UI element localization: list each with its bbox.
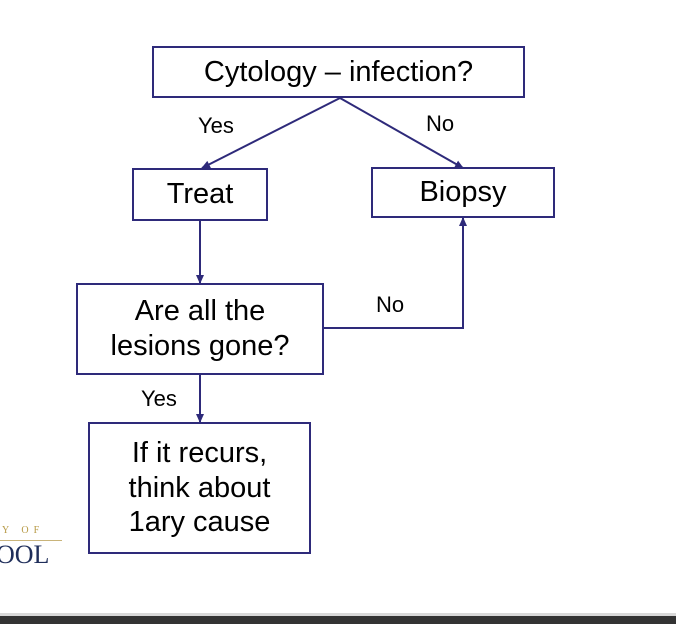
university-logo: Y OF OOL	[0, 520, 70, 570]
node-treat: Treat	[132, 168, 268, 221]
edge-label-cytology-no: No	[426, 111, 455, 136]
arrow-cytology-to-biopsy	[339, 97, 464, 169]
node-treat-label: Treat	[166, 178, 234, 211]
arrow-lesions-to-biopsy	[323, 217, 467, 329]
logo-divider	[0, 540, 62, 541]
node-recurs-line-3: 1ary cause	[128, 506, 271, 539]
edge-label-lesions-yes: Yes	[141, 386, 177, 411]
node-cytology: Cytology – infection?	[152, 46, 525, 98]
node-recurs: If it recurs, think about 1ary cause	[88, 422, 311, 554]
node-biopsy-label: Biopsy	[419, 176, 507, 209]
node-lesions-gone-line-1: Are all the	[134, 295, 266, 328]
logo-top-text: Y OF	[2, 525, 45, 536]
node-recurs-line-1: If it recurs,	[131, 436, 268, 469]
bottom-bar	[0, 616, 676, 624]
edge-label-cytology-yes: Yes	[198, 113, 234, 138]
edge-label-lesions-no: No	[376, 292, 405, 317]
logo-bottom-text: OOL	[0, 540, 50, 569]
node-recurs-line-2: think about	[128, 471, 271, 504]
node-lesions-gone: Are all the lesions gone?	[76, 283, 324, 375]
node-cytology-label: Cytology – infection?	[203, 55, 474, 88]
arrow-cytology-to-treat	[201, 97, 341, 169]
bottom-bar-highlight	[0, 613, 676, 616]
node-lesions-gone-line-2: lesions gone?	[110, 330, 290, 362]
node-biopsy: Biopsy	[371, 167, 555, 218]
